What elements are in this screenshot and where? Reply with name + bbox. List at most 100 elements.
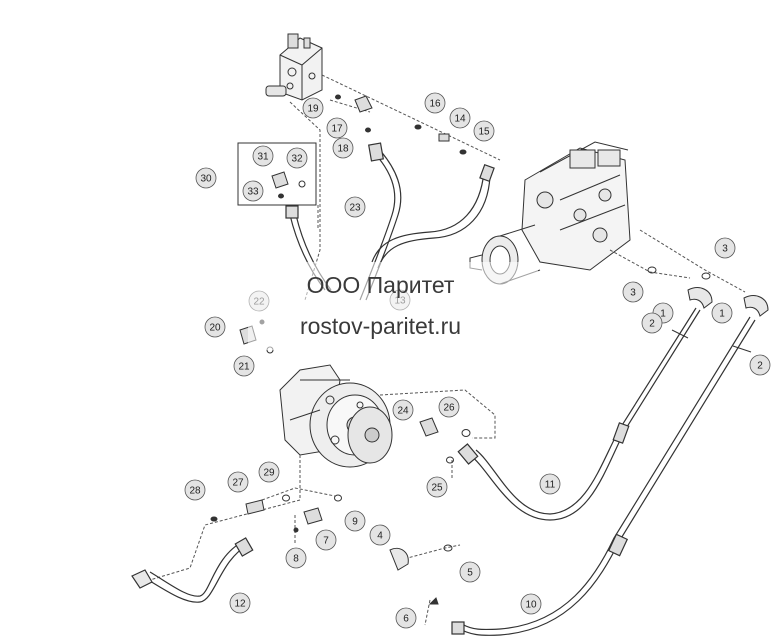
- callout-number: 26: [443, 403, 455, 414]
- callout-29: 29: [258, 461, 280, 483]
- callout-layer: 1122334567891011121314151617181920212223…: [184, 92, 771, 629]
- callout-3: 3: [714, 237, 736, 259]
- callout-number: 33: [247, 187, 259, 198]
- callout-circle: [711, 302, 733, 324]
- callout-circle: [473, 120, 495, 142]
- callout-circle: [242, 180, 264, 202]
- callout-circle: [449, 107, 471, 129]
- callout-circle: [438, 396, 460, 418]
- callout-11: 11: [539, 473, 561, 495]
- callout-25: 25: [426, 476, 448, 498]
- callout-33: 33: [242, 180, 264, 202]
- callout-number: 29: [263, 468, 275, 479]
- callout-circle: [258, 461, 280, 483]
- callout-2: 2: [641, 312, 663, 334]
- watermark-backdrop: [248, 262, 538, 350]
- callout-circle: [395, 607, 417, 629]
- callout-number: 12: [234, 599, 246, 610]
- callout-9: 9: [344, 510, 366, 532]
- callout-number: 30: [200, 174, 212, 185]
- callout-23: 23: [344, 196, 366, 218]
- hose-12: [131, 537, 254, 603]
- detail-30-fittings: [271, 171, 306, 199]
- callout-circle: [344, 510, 366, 532]
- callout-number: 1: [660, 309, 666, 320]
- callout-3: 3: [622, 281, 644, 303]
- hose-11: [457, 307, 701, 521]
- callout-number: 23: [349, 203, 361, 214]
- callout-number: 21: [238, 362, 250, 373]
- callout-circle: [622, 281, 644, 303]
- callout-32: 32: [286, 147, 308, 169]
- callout-circle: [227, 471, 249, 493]
- callout-circle: [344, 196, 366, 218]
- callout-circle: [285, 547, 307, 569]
- callout-circle: [369, 524, 391, 546]
- callout-circle: [392, 399, 414, 421]
- callout-27: 27: [227, 471, 249, 493]
- callout-16: 16: [424, 92, 446, 114]
- callout-number: 24: [397, 406, 409, 417]
- callout-number: 31: [257, 152, 269, 163]
- callout-number: 25: [431, 483, 443, 494]
- callout-5: 5: [459, 561, 481, 583]
- callout-number: 15: [478, 127, 490, 138]
- callout-circle: [233, 355, 255, 377]
- callout-7: 7: [315, 529, 337, 551]
- callout-circle: [315, 529, 337, 551]
- top-fittings: [335, 94, 467, 155]
- callout-number: 10: [525, 600, 537, 611]
- callout-number: 9: [352, 517, 358, 528]
- drive-motor: [279, 364, 393, 468]
- callout-circle: [539, 473, 561, 495]
- callout-circle: [326, 117, 348, 139]
- callout-circle: [426, 476, 448, 498]
- callout-number: 8: [293, 554, 299, 565]
- callout-20: 20: [204, 316, 226, 338]
- callout-circle: [252, 145, 274, 167]
- callout-14: 14: [449, 107, 471, 129]
- callout-24: 24: [392, 399, 414, 421]
- callout-1: 1: [711, 302, 733, 324]
- callout-30: 30: [195, 167, 217, 189]
- top-valve-block: [265, 33, 323, 101]
- callout-number: 27: [232, 478, 244, 489]
- right-dash-lines: [609, 229, 746, 293]
- callout-circle: [204, 316, 226, 338]
- callout-number: 2: [757, 361, 763, 372]
- callout-number: 16: [429, 99, 441, 110]
- hose-10: [451, 316, 756, 636]
- callout-2: 2: [749, 354, 771, 376]
- callout-28: 28: [184, 479, 206, 501]
- callout-number: 5: [467, 568, 473, 579]
- callout-number: 20: [209, 323, 221, 334]
- callout-17: 17: [326, 117, 348, 139]
- callout-12: 12: [229, 592, 251, 614]
- callout-circle: [332, 137, 354, 159]
- callout-number: 1: [719, 309, 725, 320]
- callout-circle: [520, 593, 542, 615]
- callout-number: 3: [722, 244, 728, 255]
- callout-26: 26: [438, 396, 460, 418]
- callout-circle: [302, 97, 324, 119]
- callout-circle: [641, 312, 663, 334]
- right-elbows: [647, 266, 769, 353]
- callout-circle: [424, 92, 446, 114]
- callout-10: 10: [520, 593, 542, 615]
- callout-circle: [459, 561, 481, 583]
- callout-15: 15: [473, 120, 495, 142]
- callout-circle: [195, 167, 217, 189]
- callout-19: 19: [302, 97, 324, 119]
- callout-6: 6: [395, 607, 417, 629]
- callout-number: 3: [630, 288, 636, 299]
- callout-circle: [229, 592, 251, 614]
- callout-18: 18: [332, 137, 354, 159]
- callout-4: 4: [369, 524, 391, 546]
- callout-circle: [714, 237, 736, 259]
- callout-31: 31: [252, 145, 274, 167]
- callout-number: 6: [403, 614, 409, 625]
- callout-number: 2: [649, 319, 655, 330]
- callout-8: 8: [285, 547, 307, 569]
- callout-number: 18: [337, 144, 349, 155]
